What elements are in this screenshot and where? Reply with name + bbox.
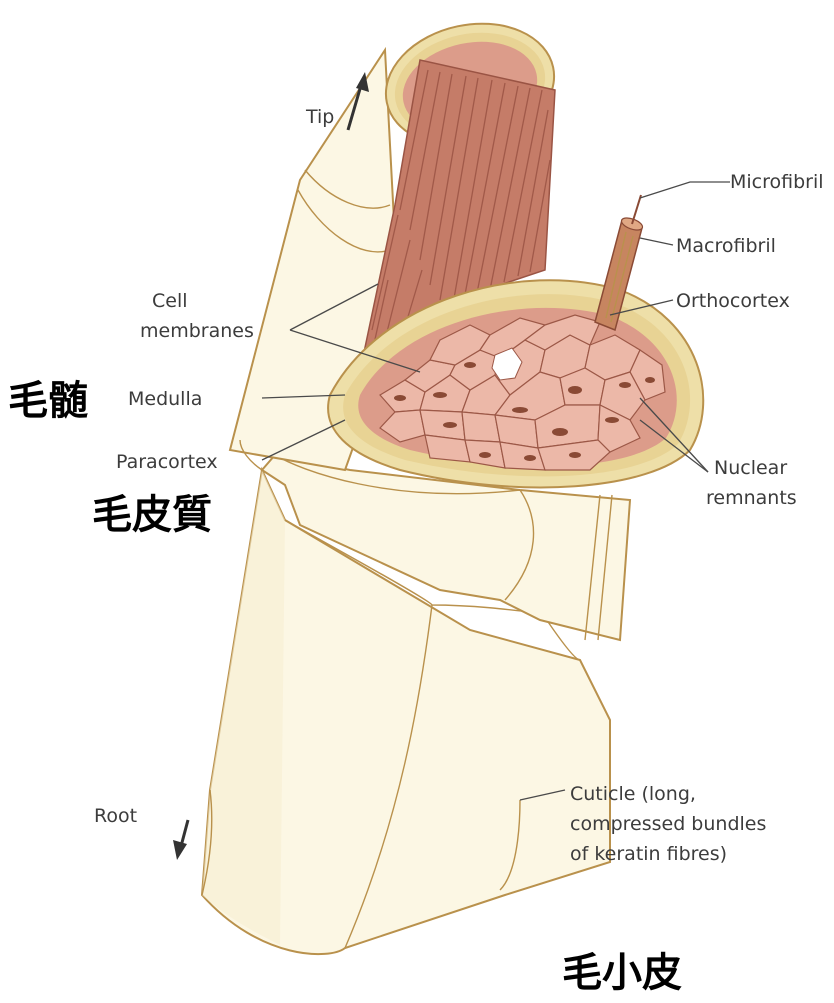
annotation-cuticle-jp: 毛小皮 bbox=[562, 950, 682, 996]
annotation-medulla-jp: 毛髄 bbox=[8, 378, 88, 424]
label-nuclear-remnants-line2: remnants bbox=[706, 487, 797, 509]
label-cuticle-line2: compressed bundles bbox=[570, 813, 766, 835]
label-cell-membranes-line1: Cell bbox=[152, 290, 188, 312]
label-nuclear-remnants-line1: Nuclear bbox=[714, 457, 787, 479]
annotation-paracortex-jp: 毛皮質 bbox=[92, 492, 212, 538]
label-orthocortex: Orthocortex bbox=[676, 290, 790, 312]
label-medulla: Medulla bbox=[128, 388, 202, 410]
label-cuticle-line3: of keratin fibres) bbox=[570, 843, 727, 865]
label-cuticle-line1: Cuticle (long, bbox=[570, 783, 696, 805]
root-arrow bbox=[173, 820, 188, 860]
label-cell-membranes-line2: membranes bbox=[140, 320, 254, 342]
label-root: Root bbox=[94, 805, 137, 827]
label-paracortex: Paracortex bbox=[116, 451, 218, 473]
label-microfibril: Microfibril bbox=[730, 171, 824, 193]
label-macrofibril: Macrofibril bbox=[676, 235, 776, 257]
label-tip: Tip bbox=[305, 106, 334, 128]
